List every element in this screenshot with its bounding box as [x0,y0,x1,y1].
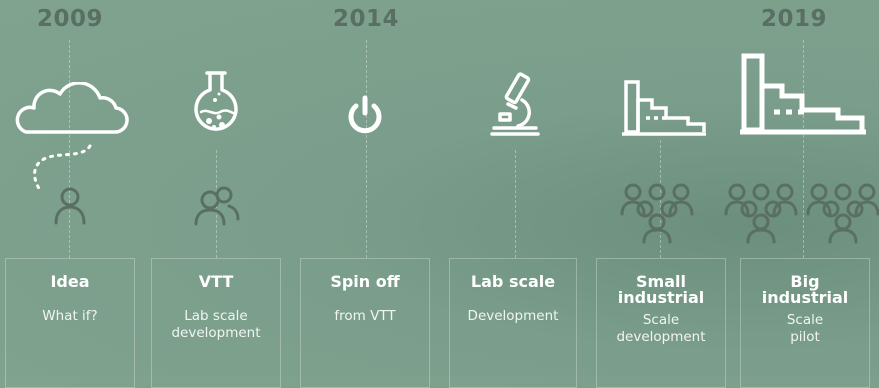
step-title: Spin off [330,272,400,291]
year-2014: 2014 [332,6,399,32]
small-factory-icon [620,78,706,138]
step-description: Lab scale development [171,308,261,341]
connector-line [366,40,367,258]
step-description: What if? [42,308,98,324]
step-title: Lab scale [470,272,556,291]
big-factory-icon [738,52,868,136]
step-card-small-industrial: Small industrial Scale development [596,258,726,388]
step-card-lab-scale: Lab scale Development [449,258,577,388]
two-people-icon [193,186,241,226]
year-2009: 2009 [36,6,103,32]
step-card-idea: Idea What if? [5,258,135,388]
step-title: Idea [50,272,90,291]
two-groups-icon [724,182,879,244]
connector-line [69,40,70,258]
power-icon [346,95,384,135]
step-title: VTT [198,272,234,291]
group-icon [620,182,694,244]
microscope-icon [488,70,544,140]
flask-icon [192,70,240,136]
step-description: Development [467,308,559,324]
step-description: from VTT [334,308,396,324]
year-2019: 2019 [760,6,827,32]
connector-line [803,40,804,258]
step-card-vtt: VTT Lab scale development [151,258,281,388]
step-card-big-industrial: Big industrial Scale pilot [740,258,870,388]
cloud-icon [12,82,132,202]
step-description: Scale pilot [786,312,824,345]
step-title: Small industrial [617,272,705,307]
connector-line [515,150,516,258]
step-description: Scale development [616,312,706,345]
step-card-spin-off: Spin off from VTT [300,258,430,388]
person-icon [52,186,88,226]
step-title: Big industrial [761,272,849,307]
